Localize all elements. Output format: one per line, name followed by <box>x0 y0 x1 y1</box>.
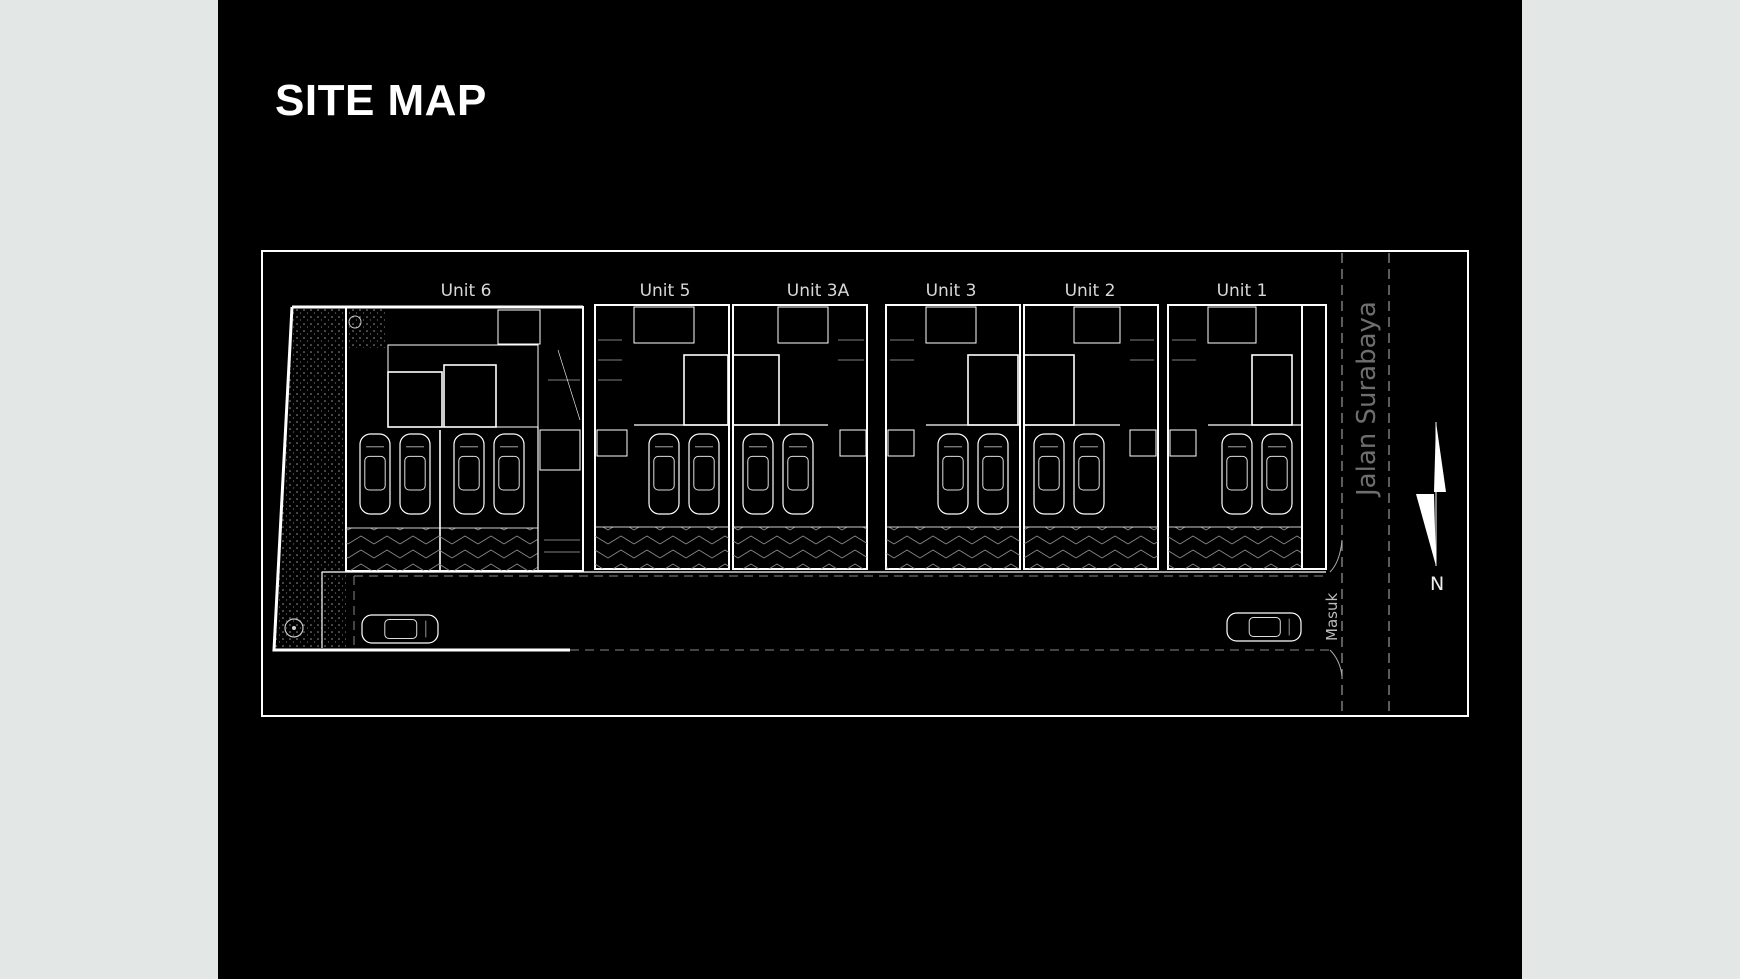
car-icon <box>493 433 525 515</box>
car-icon <box>1226 612 1302 642</box>
unit-label: Unit 6 <box>441 281 492 301</box>
car-icon <box>977 433 1009 515</box>
unit-6-plan <box>345 306 584 572</box>
car-icon <box>688 433 720 515</box>
slide-title: SITE MAP <box>275 76 487 125</box>
end-wall <box>1301 304 1327 570</box>
car-icon <box>399 433 431 515</box>
unit-label: Unit 3 <box>926 281 977 301</box>
unit-label: Unit 5 <box>640 281 691 301</box>
unit-label: Unit 2 <box>1065 281 1116 301</box>
car-icon <box>782 433 814 515</box>
car-icon <box>361 614 439 644</box>
car-icon <box>359 433 391 515</box>
car-icon <box>937 433 969 515</box>
car-icon <box>453 433 485 515</box>
unit-blocks <box>345 304 1327 572</box>
tree-icon <box>284 618 304 638</box>
car-icon <box>1073 433 1105 515</box>
car-icon <box>742 433 774 515</box>
north-label: N <box>1430 573 1444 595</box>
car-icon <box>1033 433 1065 515</box>
map-frame <box>261 250 1469 717</box>
unit-5-plan <box>594 304 730 570</box>
landscape-strip <box>273 307 386 648</box>
entrance-label: Masuk <box>1323 593 1341 641</box>
tree-icon <box>348 315 362 329</box>
slide: SITE MAP <box>218 0 1522 979</box>
street-name-label: Jalan Surabaya <box>1352 301 1382 498</box>
unit-label: Unit 3A <box>787 281 850 301</box>
car-icon <box>1221 433 1253 515</box>
unit-3a-plan <box>732 304 868 570</box>
north-arrow-icon <box>1416 422 1446 566</box>
unit-3-plan <box>885 304 1021 570</box>
site-map-drawing: Unit 6 Unit 5 Unit 3A Unit 3 Unit 2 Unit… <box>261 250 1469 717</box>
unit-1-plan <box>1167 304 1303 570</box>
car-icon <box>648 433 680 515</box>
unit-2-plan <box>1023 304 1159 570</box>
unit-label: Unit 1 <box>1217 281 1268 301</box>
parked-cars <box>359 433 1302 644</box>
car-icon <box>1261 433 1293 515</box>
